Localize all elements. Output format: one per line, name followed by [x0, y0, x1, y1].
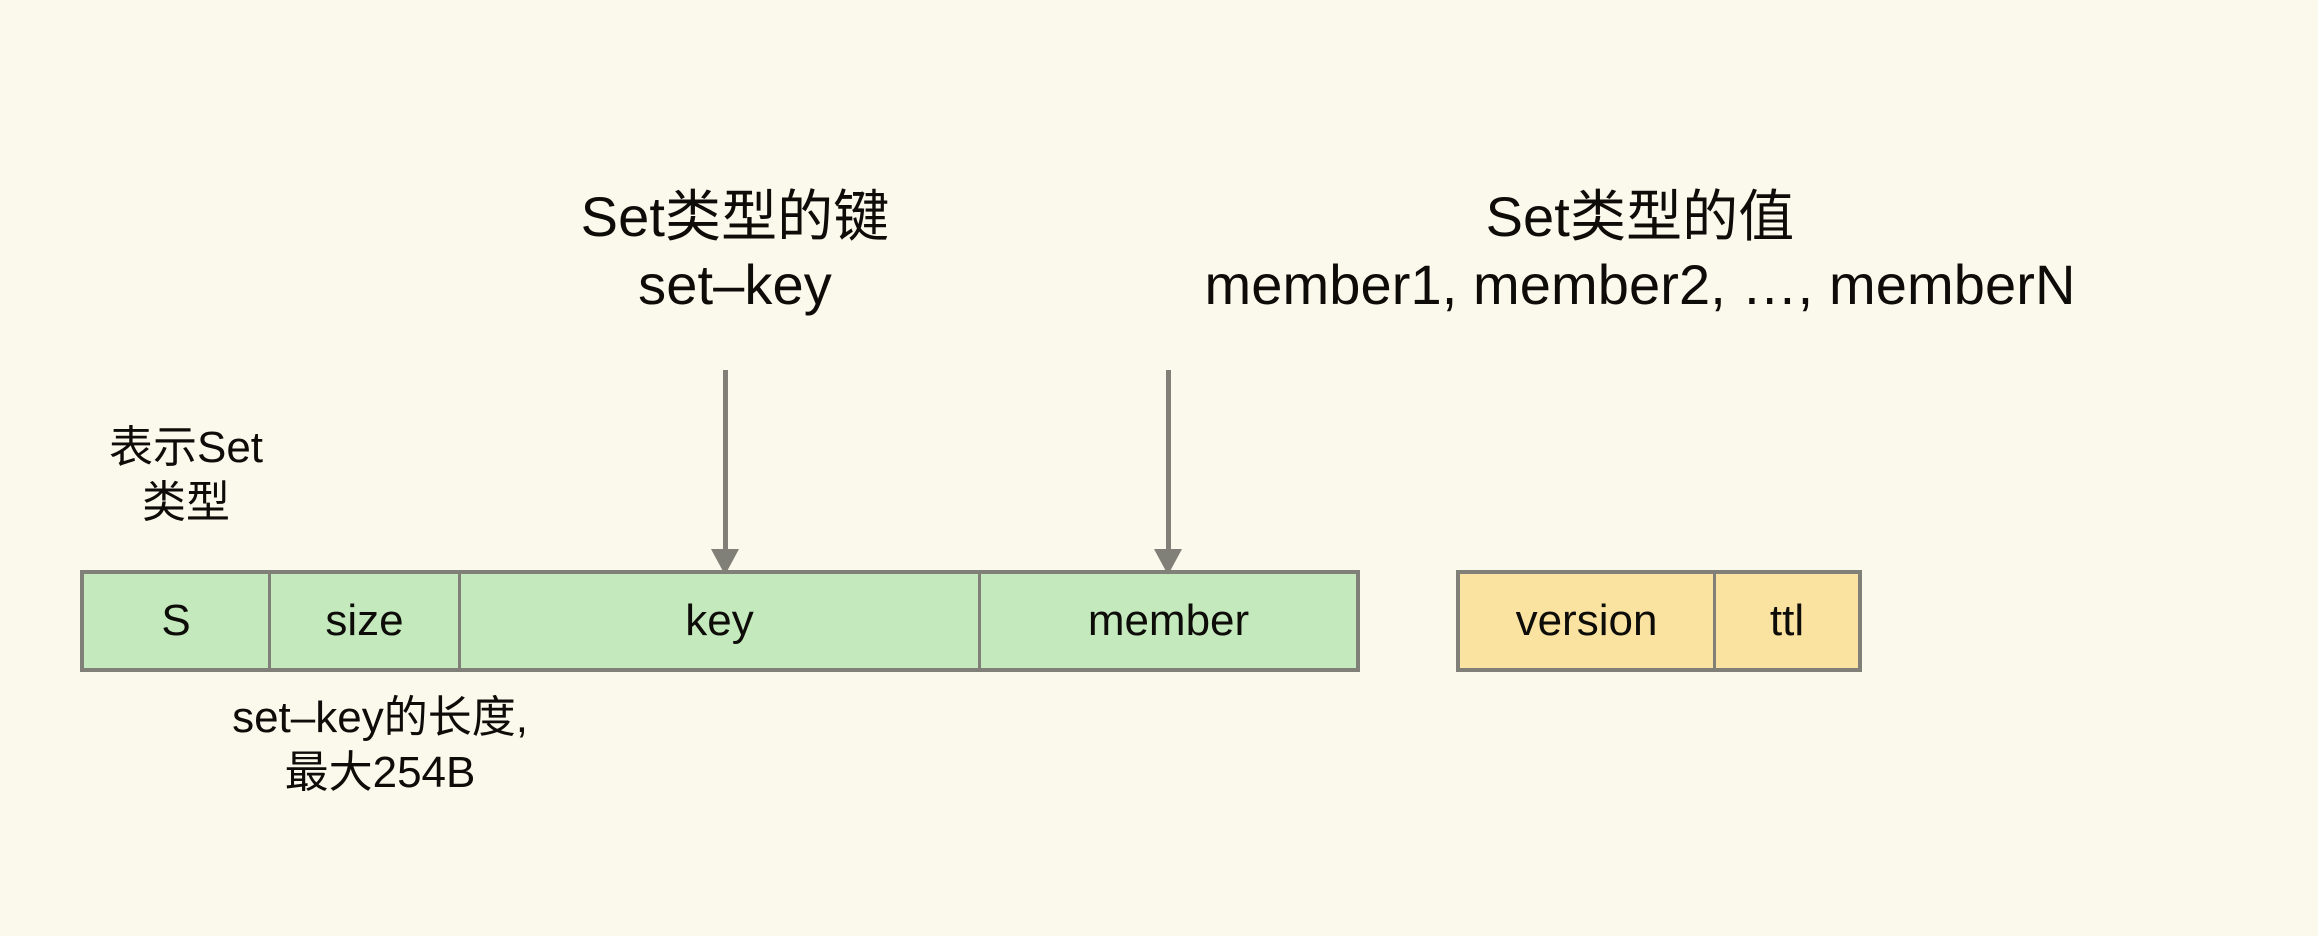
- field-cell-type-flag: S: [84, 574, 271, 668]
- key-annotation-title: Set类型的键: [580, 185, 890, 248]
- key-length-caption: set–key的长度, 最大254B: [232, 690, 528, 800]
- field-cell-member-name: member: [981, 574, 1356, 668]
- value-annotation-title: Set类型的值: [1485, 185, 1795, 248]
- field-cell-key-name: key: [461, 574, 981, 668]
- field-cell-version: version: [1460, 574, 1716, 668]
- type-marker-caption: 表示Set 类型: [109, 420, 263, 530]
- key-length-caption-line2: 最大254B: [284, 748, 476, 797]
- arrow-shaft: [1165, 370, 1171, 550]
- key-annotation: Set类型的键 set–key: [581, 183, 890, 320]
- value-annotation: Set类型的值 member1, member2, …, memberN: [1204, 183, 2075, 320]
- arrow-to-key-icon: [711, 370, 739, 575]
- arrow-to-member-icon: [1154, 370, 1182, 575]
- key-annotation-example: set–key: [638, 253, 832, 317]
- key-length-caption-line1: set–key的长度,: [232, 693, 528, 742]
- field-cell-ttl: ttl: [1716, 574, 1858, 668]
- field-cell-key-size: size: [271, 574, 461, 668]
- type-marker-caption-line1: 表示Set: [108, 423, 264, 472]
- set-value-encoding-row: version ttl: [1456, 570, 1862, 672]
- value-annotation-example: member1, member2, …, memberN: [1204, 253, 2076, 317]
- set-key-encoding-row: S size key member: [80, 570, 1360, 672]
- arrow-shaft: [722, 370, 728, 550]
- type-marker-caption-line2: 类型: [141, 478, 230, 527]
